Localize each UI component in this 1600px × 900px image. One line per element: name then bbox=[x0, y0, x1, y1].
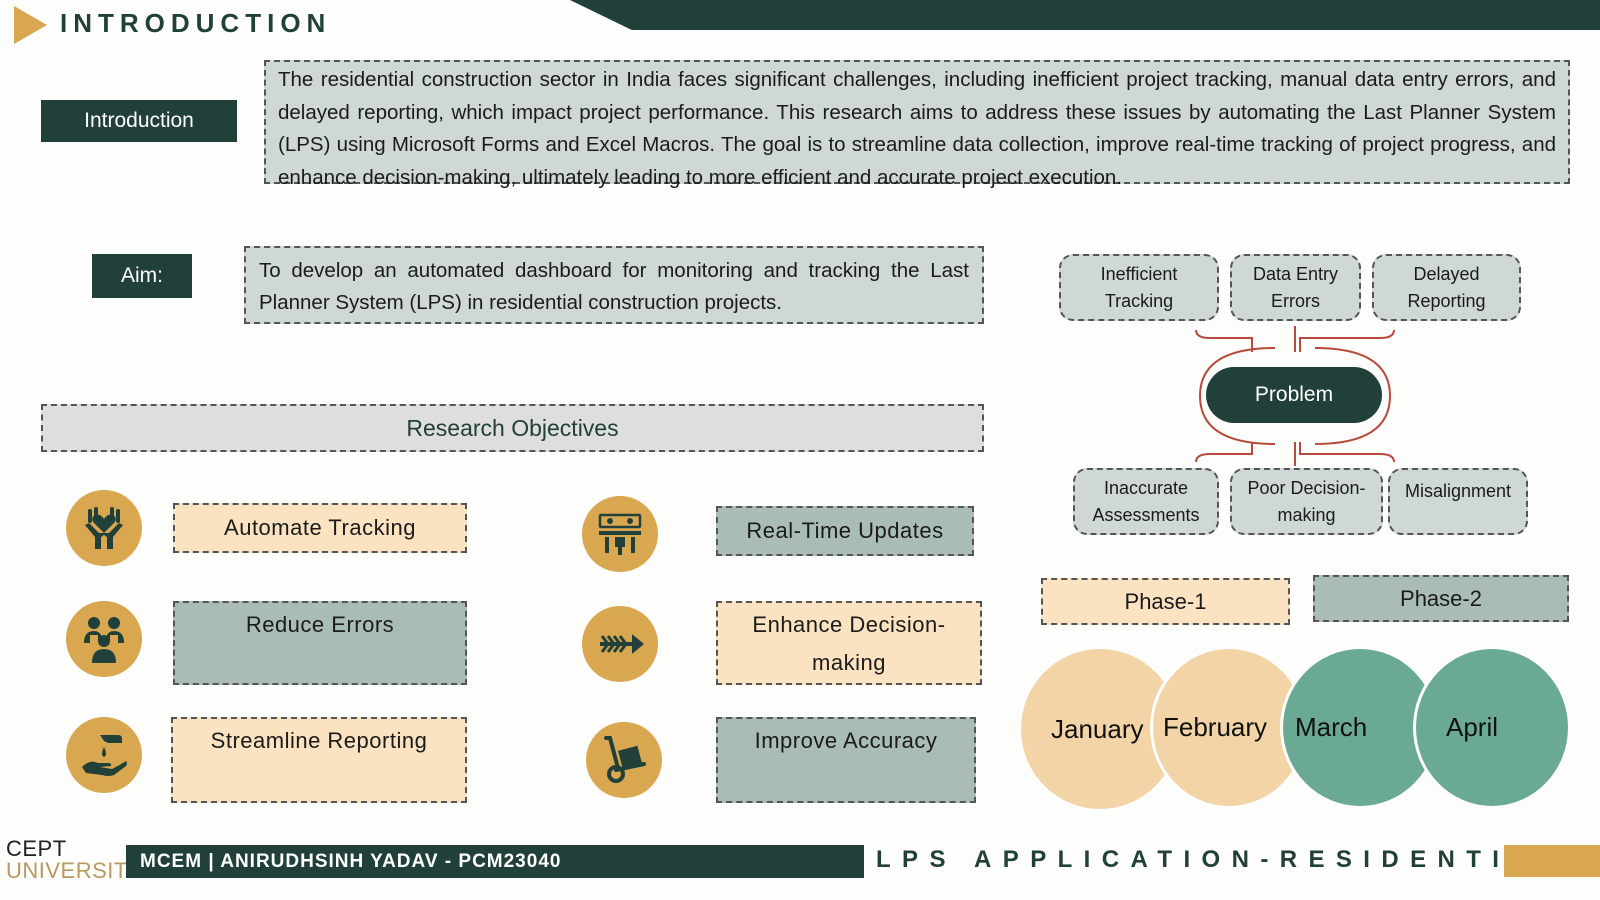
header-triangle-icon bbox=[14, 6, 47, 44]
hand-truck-icon bbox=[586, 722, 662, 798]
objective-enhance-decision-making: Enhance Decision-making bbox=[716, 601, 982, 685]
footer-accent-bar bbox=[1504, 845, 1600, 877]
aim-text: To develop an automated dashboard for mo… bbox=[244, 246, 984, 324]
introduction-text: The residential construction sector in I… bbox=[264, 60, 1570, 189]
problem-center: Problem bbox=[1206, 367, 1382, 423]
objective-reduce-errors: Reduce Errors bbox=[173, 601, 467, 685]
page-title: INTRODUCTION bbox=[60, 8, 332, 38]
objective-automate-tracking: Automate Tracking bbox=[173, 503, 467, 553]
hand-drop-icon bbox=[66, 717, 142, 793]
problem-delayed-reporting: Delayed Reporting bbox=[1372, 254, 1521, 321]
phase-1-label: Phase-1 bbox=[1041, 578, 1290, 625]
hands-heart-icon bbox=[66, 490, 142, 566]
problem-connectors bbox=[1195, 326, 1395, 466]
objective-streamline-reporting: Streamline Reporting bbox=[171, 717, 467, 803]
objective-improve-accuracy: Improve Accuracy bbox=[716, 717, 976, 803]
aim-label: Aim: bbox=[92, 254, 192, 298]
problem-poor-decision-making: Poor Decision-making bbox=[1230, 468, 1383, 535]
phase-2-label: Phase-2 bbox=[1313, 575, 1569, 622]
team-meeting-icon bbox=[582, 496, 658, 572]
month-february: February bbox=[1150, 646, 1308, 809]
arrow-target-icon bbox=[582, 606, 658, 682]
research-objectives-title: Research Objectives bbox=[41, 404, 984, 452]
group-people-icon bbox=[66, 601, 142, 677]
footer-author: MCEM | ANIRUDHSINH YADAV - PCM23040 bbox=[126, 845, 864, 878]
problem-misalignment: Misalignment bbox=[1388, 468, 1528, 535]
logo-text-top: CEPT bbox=[6, 836, 67, 861]
introduction-label: Introduction bbox=[41, 100, 237, 142]
problem-data-entry-errors: Data Entry Errors bbox=[1230, 254, 1361, 321]
problem-inefficient-tracking: Inefficient Tracking bbox=[1059, 254, 1219, 321]
cept-university-logo: CEPT UNIVERSITY bbox=[6, 836, 144, 888]
month-april: April bbox=[1413, 646, 1571, 809]
problem-inaccurate-assessments: Inaccurate Assessments bbox=[1073, 468, 1219, 535]
logo-text-bottom: UNIVERSITY bbox=[6, 858, 144, 883]
footer-project-title: LPS APPLICATION-RESIDENTIAL bbox=[876, 846, 1566, 873]
objective-real-time-updates: Real-Time Updates bbox=[716, 506, 974, 556]
header-bar bbox=[570, 0, 1600, 30]
